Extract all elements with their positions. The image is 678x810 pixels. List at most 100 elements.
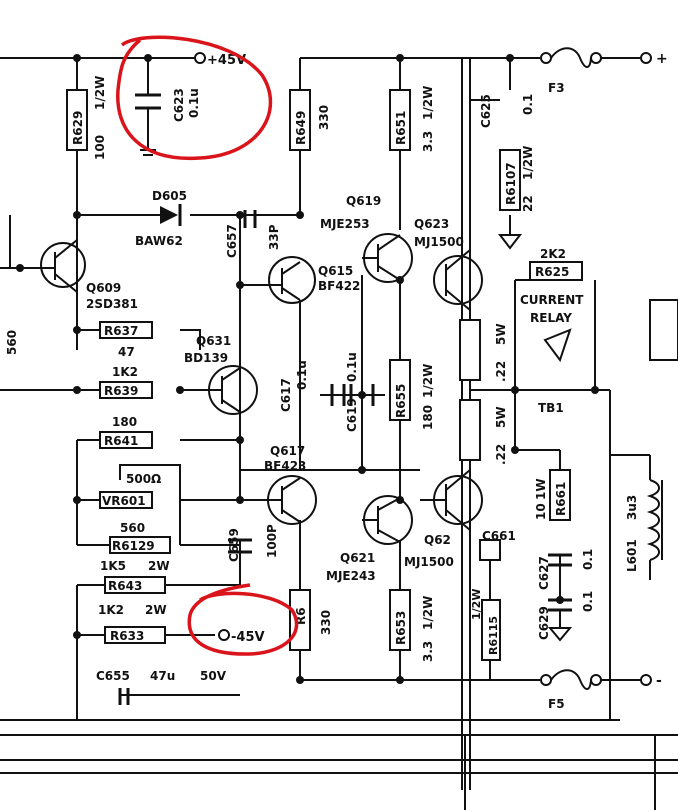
svg-text:33P: 33P (267, 224, 281, 250)
svg-text:.22: .22 (494, 444, 508, 465)
svg-text:C657: C657 (225, 224, 239, 258)
svg-text:1/2W: 1/2W (421, 86, 435, 120)
ground-symbols (497, 234, 678, 361)
svg-text:C629: C629 (537, 606, 551, 640)
svg-text:0.1u: 0.1u (345, 352, 359, 382)
svg-text:5W: 5W (494, 323, 508, 345)
svg-text:22: 22 (521, 195, 535, 212)
transistor-q615: Q615 BF422 (268, 256, 360, 304)
svg-text:R643: R643 (108, 579, 142, 593)
resistor-r643: R643 1K5 2W (100, 559, 170, 594)
resistor-r6129: R6129 560 (109, 521, 171, 554)
svg-text:R639: R639 (104, 384, 138, 398)
resistor-r637: R637 47 (99, 321, 153, 359)
capacitor-c625: C625 0.1 (470, 94, 535, 128)
svg-text:C623: C623 (172, 88, 186, 122)
svg-text:2W: 2W (145, 603, 167, 617)
svg-text:R661: R661 (554, 482, 568, 516)
capacitor-c617: C617 0.1u (279, 360, 346, 412)
svg-text:1K2: 1K2 (112, 365, 138, 379)
svg-text:1K2: 1K2 (98, 603, 124, 617)
svg-text:C655: C655 (96, 669, 130, 683)
svg-text:MJE253: MJE253 (320, 217, 370, 231)
terminal-bottom: - (640, 673, 662, 689)
svg-text:TB1: TB1 (538, 401, 564, 415)
svg-text:BAW62: BAW62 (135, 234, 183, 248)
svg-text:47: 47 (118, 345, 135, 359)
svg-text:F5: F5 (548, 697, 565, 711)
svg-text:L601: L601 (625, 539, 639, 572)
fuse-f3: F3 (540, 47, 602, 95)
svg-text:2SD381: 2SD381 (86, 297, 138, 311)
svg-text:R6129: R6129 (112, 539, 155, 553)
supply-pos: +45V (194, 52, 246, 68)
resistor-r6107: R6107 22 1/2W (499, 146, 535, 212)
svg-text:-: - (656, 673, 662, 689)
resistor-r6115: R6115 1/2W (470, 589, 501, 661)
svg-text:R649: R649 (294, 111, 308, 145)
capacitor-c657: C657 33P (225, 210, 281, 258)
r629-rating: 1/2W (93, 76, 107, 110)
svg-text:Q609: Q609 (86, 281, 121, 295)
svg-text:C617: C617 (279, 378, 293, 412)
svg-text:0.1: 0.1 (521, 94, 535, 115)
capacitor-c619: C619 0.1u (345, 352, 375, 432)
svg-text:MJ1500: MJ1500 (414, 235, 464, 249)
svg-text:500Ω: 500Ω (126, 472, 161, 486)
svg-text:560: 560 (120, 521, 145, 535)
svg-text:180: 180 (112, 415, 137, 429)
svg-text:Q62: Q62 (424, 533, 451, 547)
svg-text:Q631: Q631 (196, 334, 231, 348)
junctions (16, 54, 599, 684)
current-relay: CURRENT RELAY TB1 (520, 293, 584, 415)
transistor-q609: Q609 2SD381 (40, 239, 138, 311)
svg-text:1/2W: 1/2W (421, 596, 435, 630)
svg-text:0.1: 0.1 (581, 591, 595, 612)
resistor-r6top: .22 5W (459, 319, 508, 382)
svg-text:1W: 1W (534, 478, 548, 500)
svg-text:1/2W: 1/2W (421, 364, 435, 398)
resistor-r629: R629 100 1/2W (66, 76, 107, 160)
svg-text:R6115: R6115 (487, 616, 500, 655)
capacitor-c655: C655 47u 50V (96, 669, 227, 705)
r629-value: 100 (93, 135, 107, 160)
resistor-r649: R649 330 (289, 89, 331, 151)
svg-text:Q615: Q615 (318, 264, 353, 278)
svg-text:R6107: R6107 (504, 162, 518, 205)
left-value: 560 (5, 330, 19, 355)
resistor-r651: R651 3.3 1/2W (389, 86, 435, 152)
svg-text:R633: R633 (110, 629, 144, 643)
svg-text:C627: C627 (537, 556, 551, 590)
svg-text:BD139: BD139 (184, 351, 228, 365)
svg-text:D605: D605 (152, 189, 187, 203)
svg-text:3.3: 3.3 (421, 641, 435, 662)
svg-text:VR601: VR601 (102, 494, 146, 508)
svg-text:1K5: 1K5 (100, 559, 126, 573)
svg-text:C619: C619 (345, 398, 359, 432)
svg-text:Q623: Q623 (414, 217, 449, 231)
terminal-top: + (640, 51, 668, 67)
supply-neg: -45V (218, 629, 265, 645)
svg-text:Q619: Q619 (346, 194, 381, 208)
svg-text:10: 10 (534, 503, 548, 520)
svg-text:3.3: 3.3 (421, 131, 435, 152)
svg-text:47u: 47u (150, 669, 175, 683)
svg-text:2K2: 2K2 (540, 247, 566, 261)
svg-text:RELAY: RELAY (530, 311, 572, 325)
annotation-circles (116, 35, 299, 656)
svg-text:MJ1500: MJ1500 (404, 555, 454, 569)
svg-text:Q617: Q617 (270, 444, 305, 458)
svg-text:R641: R641 (104, 434, 138, 448)
transistor-q623: Q623 MJ1500 (414, 217, 483, 311)
svg-text:MJE243: MJE243 (326, 569, 376, 583)
capacitor-c659: C659 100P (227, 524, 279, 562)
svg-text:.22: .22 (494, 361, 508, 382)
transistor-q631: Q631 BD139 (184, 334, 258, 415)
svg-text:C659: C659 (227, 528, 241, 562)
svg-text:+: + (656, 51, 668, 67)
svg-text:1/2W: 1/2W (470, 589, 483, 620)
svg-text:50V: 50V (200, 669, 227, 683)
capacitor-c661: C661 (479, 529, 516, 561)
resistor-r639: R639 1K2 (99, 365, 153, 399)
